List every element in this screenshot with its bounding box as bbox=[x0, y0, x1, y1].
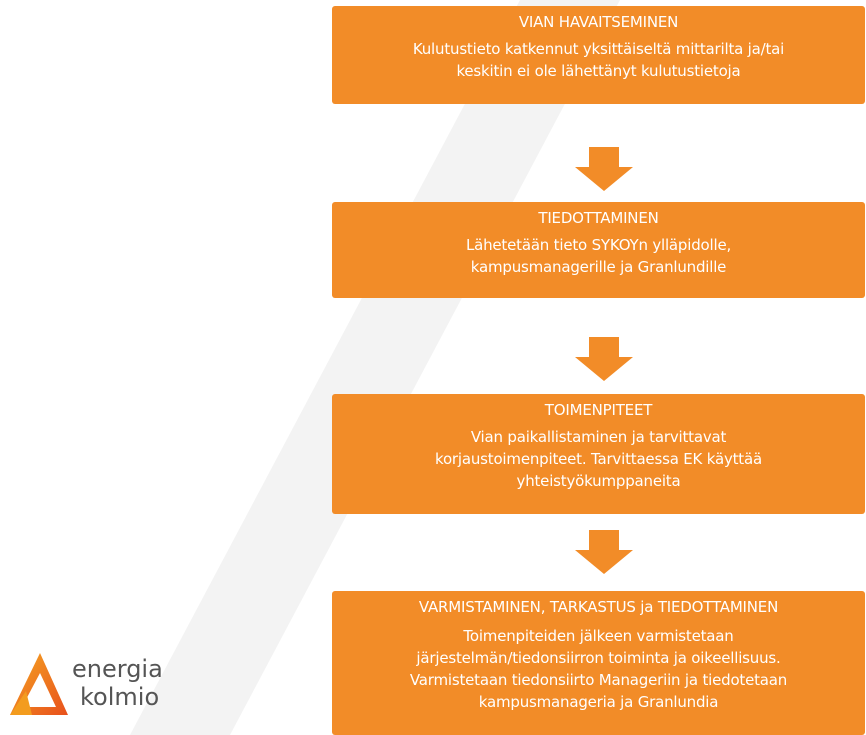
step-title: VARMISTAMINEN, TARKASTUS ja TIEDOTTAMINE… bbox=[418, 598, 779, 616]
triangle-logo-icon bbox=[10, 653, 68, 715]
step-title: TOIMENPITEET bbox=[544, 401, 653, 419]
down-arrow-icon bbox=[575, 530, 633, 574]
step-box-actions: TOIMENPITEET Vian paikallistaminen ja ta… bbox=[332, 394, 865, 514]
step-body-line: Kulutustieto katkennut yksittäiseltä mit… bbox=[412, 40, 785, 58]
step-body-line: keskitin ei ole lähettänyt kulutustietoj… bbox=[456, 62, 741, 80]
logo-line-1: energia bbox=[72, 655, 163, 683]
step-box-detection: VIAN HAVAITSEMINEN Kulutustieto katkennu… bbox=[332, 6, 865, 104]
step-body-line: korjaustoimenpiteet. Tarvittaessa EK käy… bbox=[435, 450, 762, 468]
step-body-line: Vian paikallistaminen ja tarvittavat bbox=[470, 428, 727, 446]
step-body: Vian paikallistaminen ja tarvittavat kor… bbox=[342, 426, 855, 492]
down-arrow-icon bbox=[575, 337, 633, 381]
step-body-line: järjestelmän/tiedonsiirron toiminta ja o… bbox=[416, 649, 781, 667]
down-arrow-icon bbox=[575, 147, 633, 191]
step-body-line: Lähetetään tieto SYKOYn ylläpidolle, bbox=[465, 236, 732, 254]
step-body: Kulutustieto katkennut yksittäiseltä mit… bbox=[342, 38, 855, 82]
logo-line-2: kolmio bbox=[80, 683, 160, 711]
step-title: VIAN HAVAITSEMINEN bbox=[518, 13, 679, 31]
step-title: TIEDOTTAMINEN bbox=[538, 209, 659, 227]
step-body-line: Varmistetaan tiedonsiirto Manageriin ja … bbox=[409, 671, 788, 689]
step-box-notification: TIEDOTTAMINEN Lähetetään tieto SYKOYn yl… bbox=[332, 202, 865, 298]
step-body: Toimenpiteiden jälkeen varmistetaan järj… bbox=[342, 625, 855, 713]
step-body-line: yhteistyökumppaneita bbox=[516, 472, 681, 490]
energia-kolmio-logo: energia kolmio bbox=[6, 651, 196, 725]
logo-wordmark: energia kolmio bbox=[72, 655, 163, 711]
step-body-line: kampusmanagerille ja Granlundille bbox=[470, 258, 727, 276]
step-box-verification: VARMISTAMINEN, TARKASTUS ja TIEDOTTAMINE… bbox=[332, 591, 865, 735]
step-body-line: Toimenpiteiden jälkeen varmistetaan bbox=[463, 627, 734, 645]
step-body-line: kampusmanageria ja Granlundia bbox=[478, 693, 719, 711]
step-body: Lähetetään tieto SYKOYn ylläpidolle, kam… bbox=[342, 234, 855, 278]
